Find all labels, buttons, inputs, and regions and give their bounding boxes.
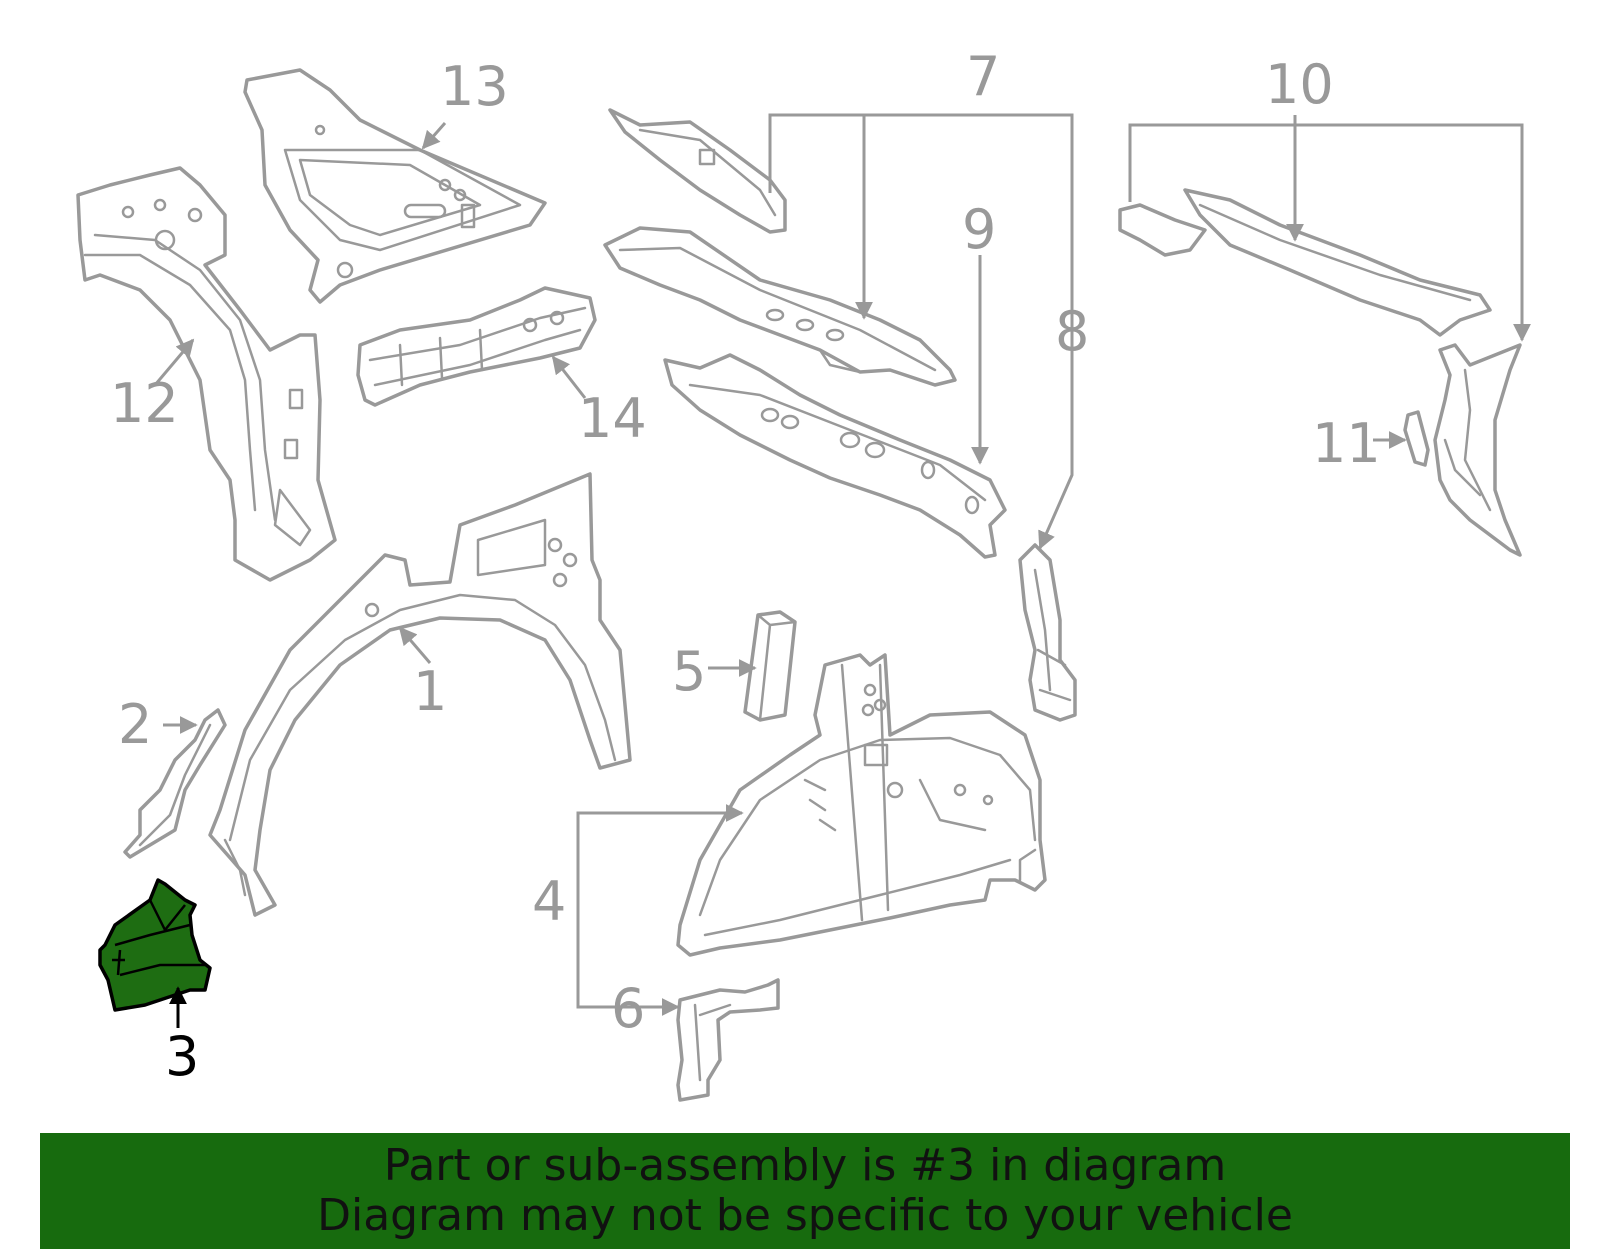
part-8[interactable] xyxy=(1018,543,1077,722)
callout-2: 2 xyxy=(118,693,152,756)
part-14[interactable] xyxy=(356,286,597,407)
callout-11: 11 xyxy=(1312,412,1381,475)
callout-7: 7 xyxy=(966,45,1000,108)
callout-6: 6 xyxy=(611,977,645,1040)
callout-5: 5 xyxy=(672,640,706,703)
part-10[interactable] xyxy=(1118,188,1522,557)
part-6[interactable] xyxy=(676,978,780,1102)
part-13[interactable] xyxy=(243,68,547,304)
part-7-rail[interactable] xyxy=(603,226,957,387)
leader-lines xyxy=(153,113,1531,1028)
callout-1: 1 xyxy=(413,660,447,723)
callout-12: 12 xyxy=(110,372,179,435)
banner-line-1: Part or sub-assembly is #3 in diagram xyxy=(383,1140,1227,1191)
callout-3: 3 xyxy=(165,1025,199,1088)
part-9[interactable] xyxy=(663,353,1007,559)
part-11[interactable] xyxy=(1403,410,1430,467)
part-12[interactable] xyxy=(76,166,337,582)
callout-9: 9 xyxy=(962,198,996,261)
callout-14: 14 xyxy=(578,387,647,450)
callout-13: 13 xyxy=(440,55,509,118)
callout-10: 10 xyxy=(1265,53,1334,116)
part-5[interactable] xyxy=(743,610,797,722)
callout-4: 4 xyxy=(532,870,566,933)
part-7-upper[interactable] xyxy=(608,108,787,234)
info-banner: Part or sub-assembly is #3 in diagram Di… xyxy=(40,1133,1570,1249)
callout-labels: 13 12 14 7 9 8 10 11 1 2 5 4 6 3 xyxy=(110,45,1381,1088)
callout-8: 8 xyxy=(1055,300,1089,363)
part-3-highlighted[interactable] xyxy=(98,878,212,1012)
part-4[interactable] xyxy=(676,653,1047,957)
part-1[interactable] xyxy=(208,472,632,917)
part-2[interactable] xyxy=(123,708,227,859)
banner-line-2: Diagram may not be specific to your vehi… xyxy=(317,1190,1293,1241)
